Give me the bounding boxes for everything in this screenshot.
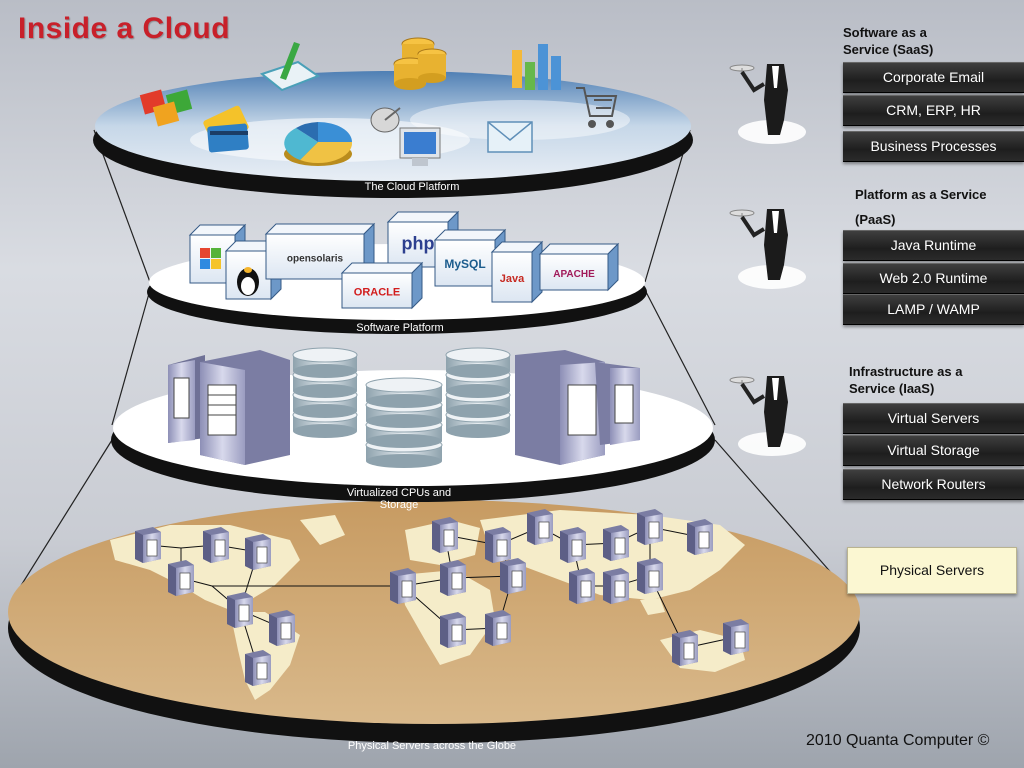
physical-servers [135,509,749,686]
server-tower-icon [168,355,205,443]
server-icon [687,519,713,555]
physical-servers-button[interactable]: Physical Servers [847,547,1017,594]
server-icon [672,630,698,666]
server-icon [723,619,749,655]
server-icon [135,527,161,563]
network-routers-button[interactable]: Network Routers [843,469,1024,500]
layer-label-software: Software Platform [356,322,444,334]
server-icon [203,527,229,563]
server-tower-icon [515,350,605,465]
credit-card-icon [203,105,249,153]
server-icon [245,534,271,570]
layer-label-cloud: The Cloud Platform [364,181,460,193]
butler-icon [729,376,806,456]
server-icon [569,568,595,604]
windows-icon [211,259,221,269]
server-icon [637,558,663,594]
server-icon [637,509,663,545]
web20-runtime-button[interactable]: Web 2.0 Runtime [843,263,1024,294]
copyright: 2010 Quanta Computer © [806,732,990,749]
oracle-logo-box-label: ORACLE [354,287,400,299]
server-icon [485,527,511,563]
server-icon [432,517,458,553]
apache-logo-box-label: APACHE [553,269,595,280]
windows-icon [211,248,221,258]
server-icon [269,610,295,646]
virtualized-layer [111,347,715,502]
mail-icon [487,121,533,153]
server-icon [227,592,253,628]
disk-icon [445,407,511,438]
disk-icon [445,347,511,378]
layer-label-virtualized: Virtualized CPUs and Storage [346,487,452,511]
disk-icon [292,347,358,378]
blocks-icon [139,89,193,127]
butler-icon [729,64,806,144]
saas-title: Software as a Service (SaaS) [843,25,934,57]
mysql-logo-box-label: MySQL [444,257,485,271]
oracle-logo-box: ORACLE [340,261,424,310]
apache-logo-box: APACHE [538,242,620,292]
server-icon [440,560,466,596]
virtual-storage-button[interactable]: Virtual Storage [843,435,1024,466]
disk-icon [365,377,443,408]
windows-icon [200,259,210,269]
server-icon [168,560,194,596]
physical-layer [8,500,860,743]
crm-erp-hr-button[interactable]: CRM, ERP, HR [843,95,1024,126]
java-logo-box: Java [490,240,544,304]
server-icon [485,610,511,646]
coins-icon [393,37,447,90]
java-logo-box-label: Java [500,273,525,285]
storage-disks [292,347,511,468]
opensolaris-logo-box-label: opensolaris [287,254,344,265]
windows-icon [200,248,210,258]
server-icon [560,527,586,563]
butler-icon [729,209,806,289]
corporate-email-button[interactable]: Corporate Email [843,62,1024,93]
funnel-lines [11,129,856,601]
business-processes-button[interactable]: Business Processes [843,131,1024,162]
paas-title-abbr: (PaaS) [855,212,896,227]
php-logo-box-label: php [402,234,435,254]
server-icon [245,650,271,686]
server-tower-icon [595,362,640,445]
server-icon [527,509,553,545]
layer-label-physical: Physical Servers across the Globe [347,740,517,752]
page-title: Inside a Cloud [18,12,231,45]
server-icon [603,525,629,561]
paas-title: Platform as a Service [855,187,987,202]
server-tower-icon [200,350,290,465]
server-icon [390,568,416,604]
server-icon [500,558,526,594]
lamp-wamp-button[interactable]: LAMP / WAMP [843,294,1024,325]
satellite-computer-icon [370,107,441,166]
bar-chart-icon [512,44,561,90]
server-icon [440,612,466,648]
pie-chart-icon [284,122,353,166]
server-icon [603,568,629,604]
iaas-title: Infrastructure as a Service (IaaS) [849,364,963,396]
virtual-servers-button[interactable]: Virtual Servers [843,403,1024,434]
shopping-cart-icon [576,87,618,128]
edit-icon [259,42,321,92]
cloud-layer [93,37,693,198]
service-butlers [729,64,806,456]
java-runtime-button[interactable]: Java Runtime [843,230,1024,261]
